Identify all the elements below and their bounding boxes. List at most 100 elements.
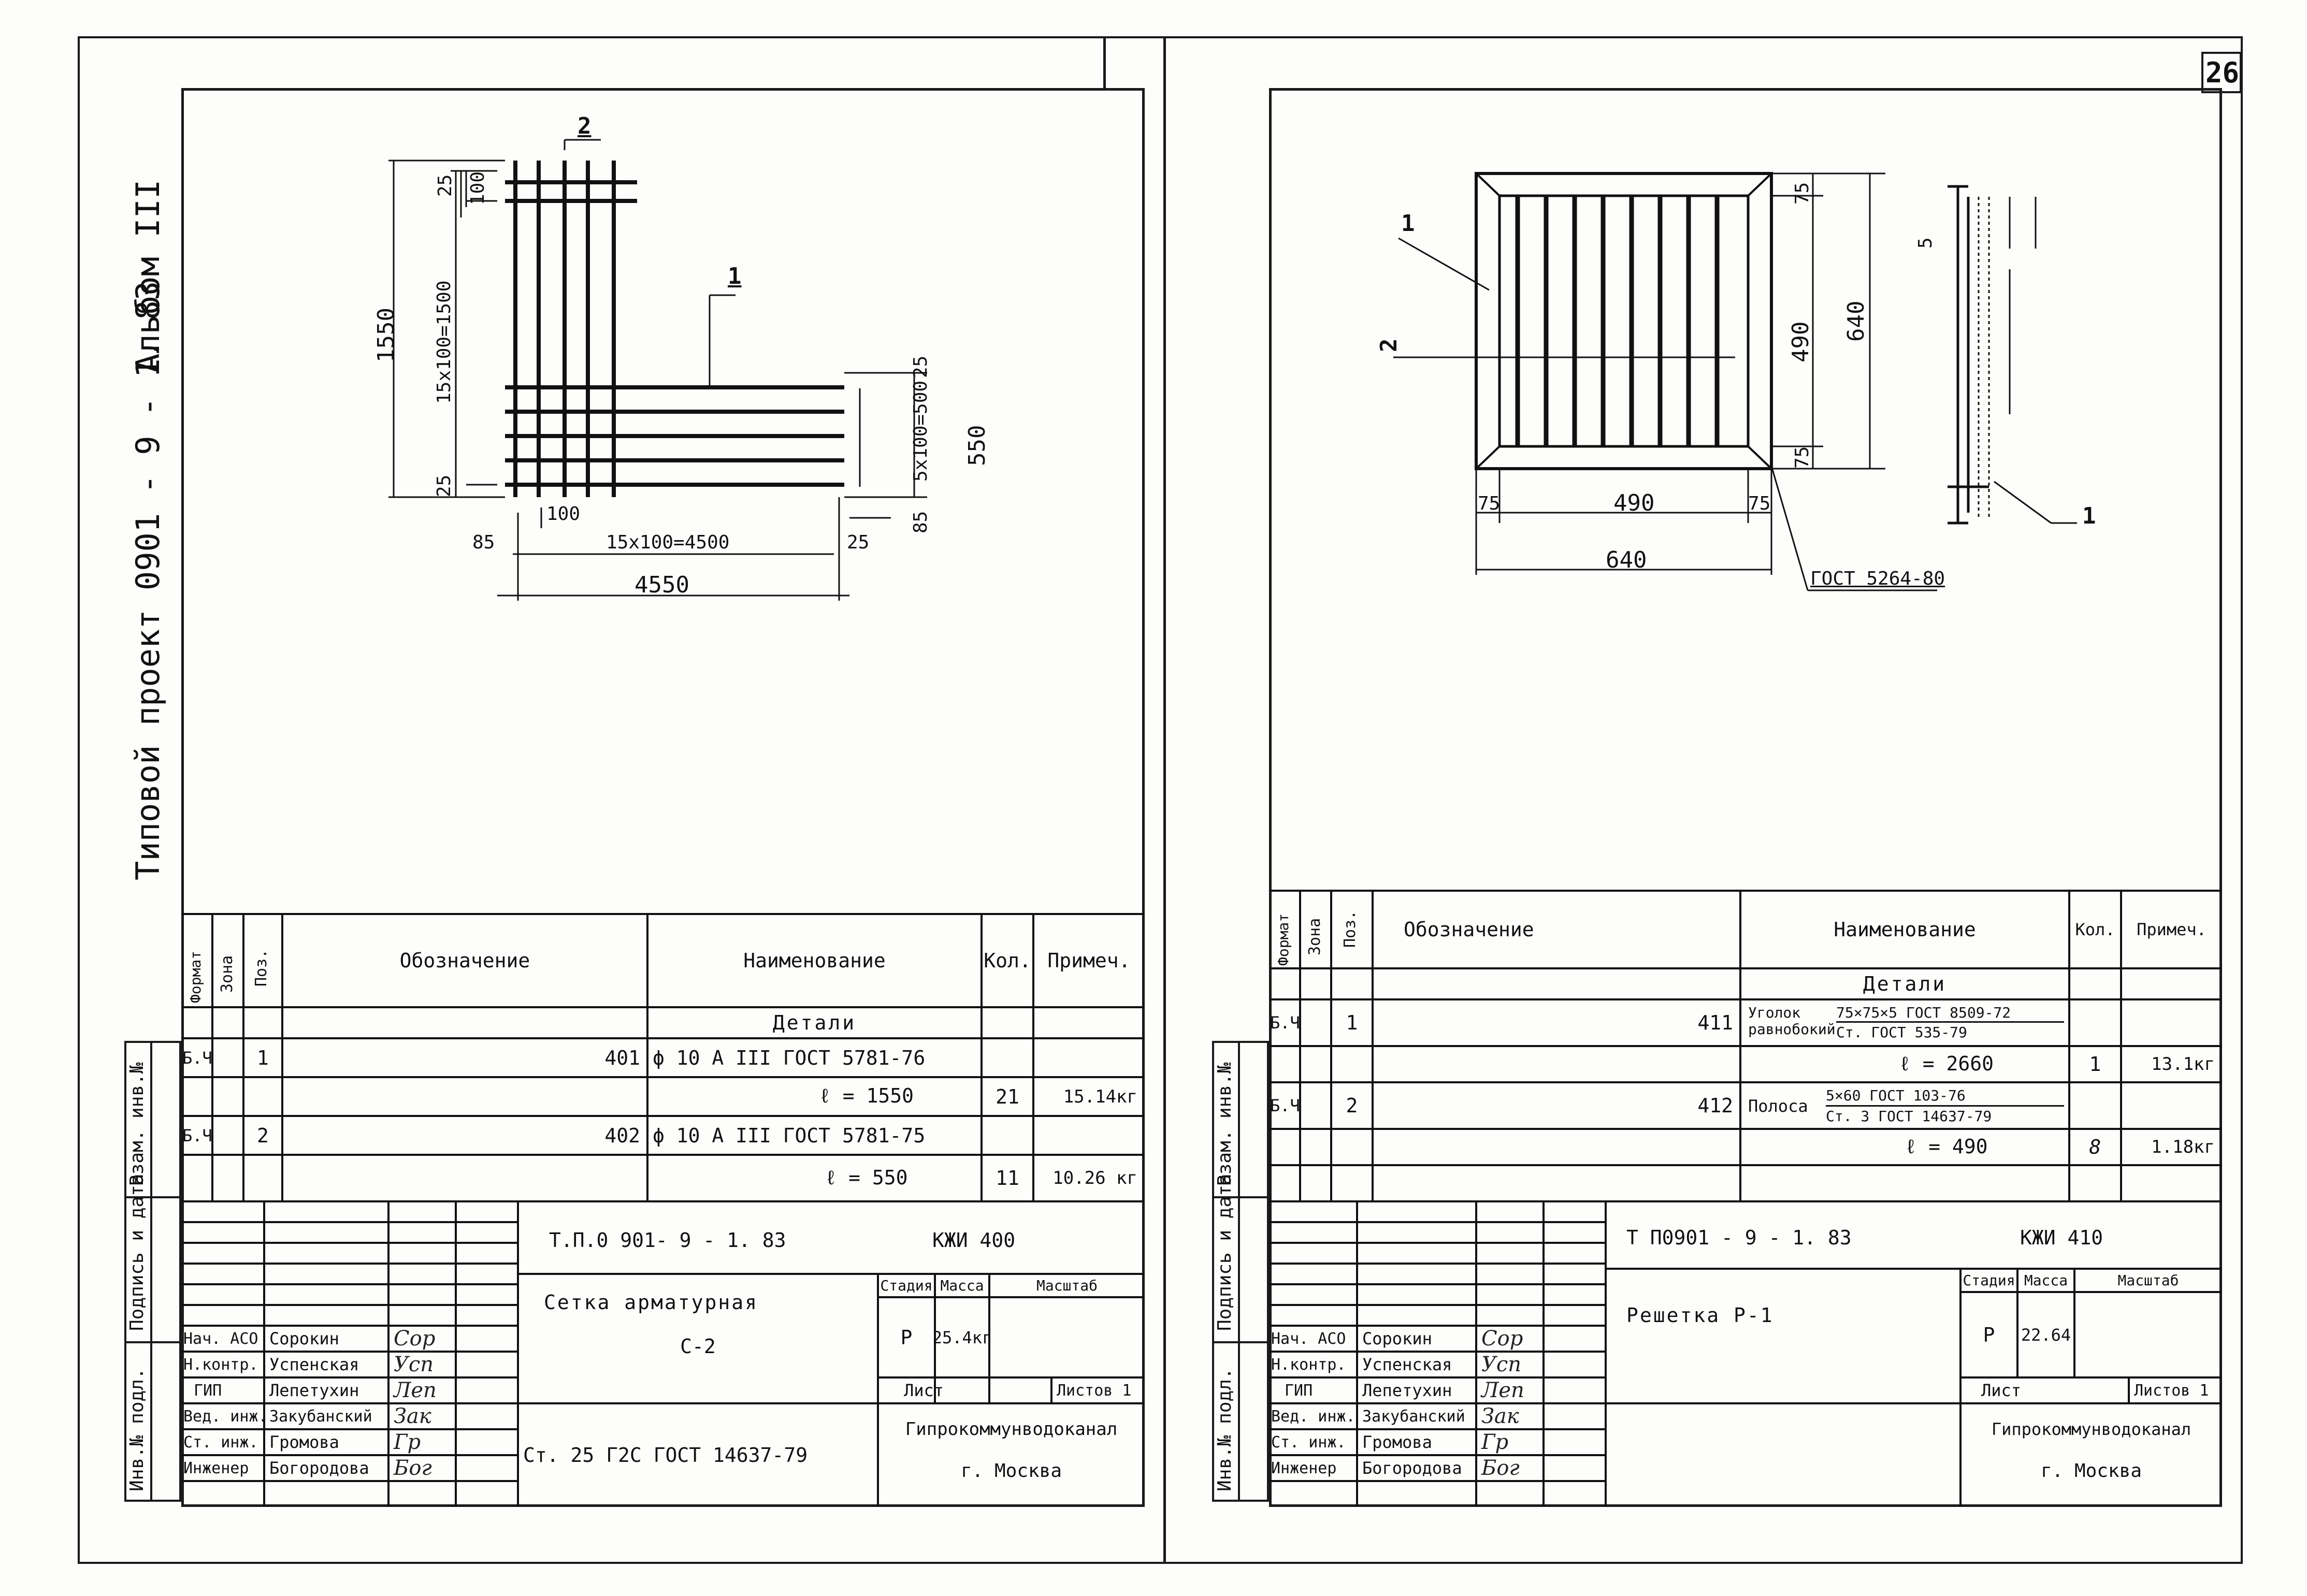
- side-label-sign-date: Подпись и дата: [126, 1173, 148, 1331]
- sheet1-person-1: Сорокин: [269, 1329, 339, 1348]
- sheet1-org-name: Гипрокоммунводоканал: [905, 1419, 1118, 1440]
- sheet2-stage: Р: [1983, 1323, 1995, 1346]
- sheet2-hdr-name: Наименование: [1834, 918, 1976, 941]
- sheet2-scale-header: Масштаб: [2117, 1272, 2179, 1289]
- sheet1-hdr-zone: Зона: [218, 955, 236, 993]
- sheet1-org-city: г. Москва: [960, 1460, 1062, 1482]
- grate-dim-490-horizontal: 490: [1613, 490, 1655, 516]
- sheet2-signature-5: Гр: [1481, 1430, 1509, 1454]
- sheet2-row1-name-a: Уголок: [1748, 1004, 1801, 1021]
- sheet2-signature-2: Усп: [1481, 1353, 1522, 1376]
- sheet1-hdr-format: Формат: [187, 950, 204, 1003]
- sheet2-mass-header: Масса: [2024, 1272, 2068, 1289]
- sheet2-person-4: Закубанский: [1362, 1407, 1465, 1426]
- sheet2-role-6: Инженер: [1271, 1459, 1337, 1477]
- sheet2-hdr-pos: Поз.: [1341, 910, 1359, 948]
- sheet1-row3-format: Б.Ч: [182, 1125, 212, 1145]
- sheet1-person-2: Успенская: [269, 1355, 359, 1374]
- sheet1-role-5: Ст. инж.: [183, 1433, 258, 1452]
- sheet1-stage-header: Стадия: [880, 1277, 933, 1294]
- side2-label-inv-subst: Взам. инв.№: [1214, 1062, 1235, 1186]
- sheet2-person-5: Громова: [1362, 1432, 1432, 1452]
- sheet2-doc-name1: Решетка Р-1: [1626, 1304, 1774, 1327]
- dim-25-bottom-right: 25: [847, 532, 870, 553]
- sheet1-role-1: Нач. АСО: [183, 1329, 258, 1348]
- sheet2-person-6: Богородова: [1362, 1458, 1462, 1478]
- sheet2-signature-1: Сор: [1481, 1327, 1523, 1351]
- side-stamp-divider: [150, 1041, 152, 1502]
- sheet2-role-2: Н.контр.: [1271, 1355, 1346, 1374]
- sheet1-doc-code: Т.П.0 901- 9 - 1. 83: [549, 1229, 786, 1252]
- sheet2-sheet-header: Лист: [1981, 1381, 2022, 1400]
- sheet2-row3-format: Б.Ч: [1270, 1096, 1300, 1115]
- sheet2-row2-name: ℓ = 2660: [1899, 1052, 1994, 1075]
- sheet1-signature-3: Леп: [394, 1379, 437, 1402]
- pos-label-2: 2: [578, 113, 592, 139]
- sheet1-role-6: Инженер: [183, 1459, 249, 1477]
- sheet1-row1-pos: 1: [257, 1046, 269, 1069]
- sheet1-sheet-header: Лист: [904, 1381, 944, 1400]
- sheet1-row2-qty: 21: [996, 1085, 1019, 1108]
- sheet2-row3-pos: 2: [1346, 1094, 1358, 1117]
- sheet1-row4-note: 10.26 кг: [1052, 1168, 1137, 1188]
- sheet1-signature-2: Усп: [394, 1353, 434, 1376]
- sheet1-sheets-header: Листов 1: [1057, 1381, 1132, 1400]
- grate-weld-gost: ГОСТ 5264-80: [1810, 568, 1945, 589]
- sheet2-sheets-header: Листов 1: [2134, 1381, 2209, 1400]
- grate-pos-label-1: 1: [1401, 210, 1415, 237]
- sheet1-signature-4: Зак: [394, 1404, 431, 1428]
- sheet1-hdr-name: Наименование: [743, 949, 886, 972]
- grate-dim-75-bottom: 75: [1792, 446, 1813, 469]
- sheet2-row4-note: 1.18кг: [2151, 1137, 2215, 1157]
- sheet1-row2-note: 15.14кг: [1063, 1086, 1137, 1107]
- sheet2-row3-frac-line: [1826, 1105, 2064, 1107]
- sheet1-material: Ст. 25 Г2С ГОСТ 14637-79: [523, 1444, 808, 1467]
- sheet1-mesh-drawing: [388, 139, 927, 601]
- sheet2-row1-frac-bot: Ст. ГОСТ 535-79: [1836, 1024, 1967, 1041]
- sheet1-person-3: Лепетухин: [269, 1381, 359, 1400]
- sheet2-role-3: ГИП: [1285, 1381, 1313, 1400]
- grate-dim-75-top: 75: [1792, 182, 1813, 205]
- sheet2-role-1: Нач. АСО: [1271, 1329, 1346, 1348]
- sheet2-row1-pos: 1: [1346, 1011, 1358, 1034]
- sheet1-hdr-designation: Обозначение: [399, 949, 530, 972]
- sheet1-hdr-note: Примеч.: [1047, 949, 1131, 972]
- dim-100-bottom: 100: [546, 503, 581, 525]
- sheet2-signature-4: Зак: [1481, 1404, 1519, 1428]
- sheet2-row1-designation: 411: [1697, 1011, 1733, 1034]
- sheet1-person-6: Богородова: [269, 1458, 369, 1478]
- page-number: 26: [2205, 56, 2240, 89]
- sheet2-mass: 22.64: [2021, 1325, 2071, 1345]
- sheet1-row4-name: ℓ = 550: [825, 1166, 908, 1189]
- sheet2-hdr-qty: Кол.: [2075, 920, 2115, 939]
- sheet2-row1-name-b: равнобокий: [1748, 1021, 1836, 1038]
- sheet1-signature-6: Бог: [394, 1456, 432, 1480]
- side-stamp-h1: [124, 1196, 181, 1198]
- sheet1-role-3: ГИП: [194, 1381, 222, 1400]
- side-label-inv-subst: Взам. инв.№: [126, 1062, 148, 1186]
- dim-15x100-horizontal: 15x100=4500: [606, 532, 730, 553]
- sheet2-grate-drawing: [1393, 172, 2077, 591]
- sheet2-row3-frac-top: 5×60 ГОСТ 103-76: [1826, 1087, 1966, 1104]
- side-label-inv-orig: Инв.№ подл.: [126, 1368, 148, 1491]
- grate-dim-640-vertical: 640: [1843, 300, 1869, 342]
- grate-dim-490-vertical: 490: [1787, 321, 1814, 362]
- sheet2-doc-code: Т П0901 - 9 - 1. 83: [1626, 1226, 1852, 1249]
- grate-section-pos-1: 1: [2082, 503, 2096, 529]
- grate-pos-label-2: 2: [1376, 338, 1402, 353]
- side-stamp-sheet1: [124, 1041, 181, 1502]
- sheet1-doc-mark: КЖИ 400: [932, 1229, 1016, 1252]
- sheet1-row3-designation: 402: [604, 1124, 640, 1147]
- sheet1-person-4: Закубанский: [269, 1407, 372, 1426]
- side-stamp2-divider: [1238, 1041, 1240, 1502]
- sheet1-person-5: Громова: [269, 1432, 339, 1452]
- sheet2-role-5: Ст. инж.: [1271, 1433, 1346, 1452]
- sheet1-frame: [181, 88, 1145, 1507]
- top-divider-tick: [1103, 36, 1106, 88]
- sheet2-row1-format: Б.Ч: [1270, 1013, 1300, 1033]
- side-stamp2-h2: [1212, 1341, 1269, 1343]
- sheet1-signature-5: Гр: [394, 1430, 421, 1454]
- sheet1-mass: 25.4кг: [935, 1327, 989, 1347]
- sheet1-scale-header: Масштаб: [1036, 1277, 1098, 1294]
- sheet2-org-city: г. Москва: [2040, 1460, 2142, 1482]
